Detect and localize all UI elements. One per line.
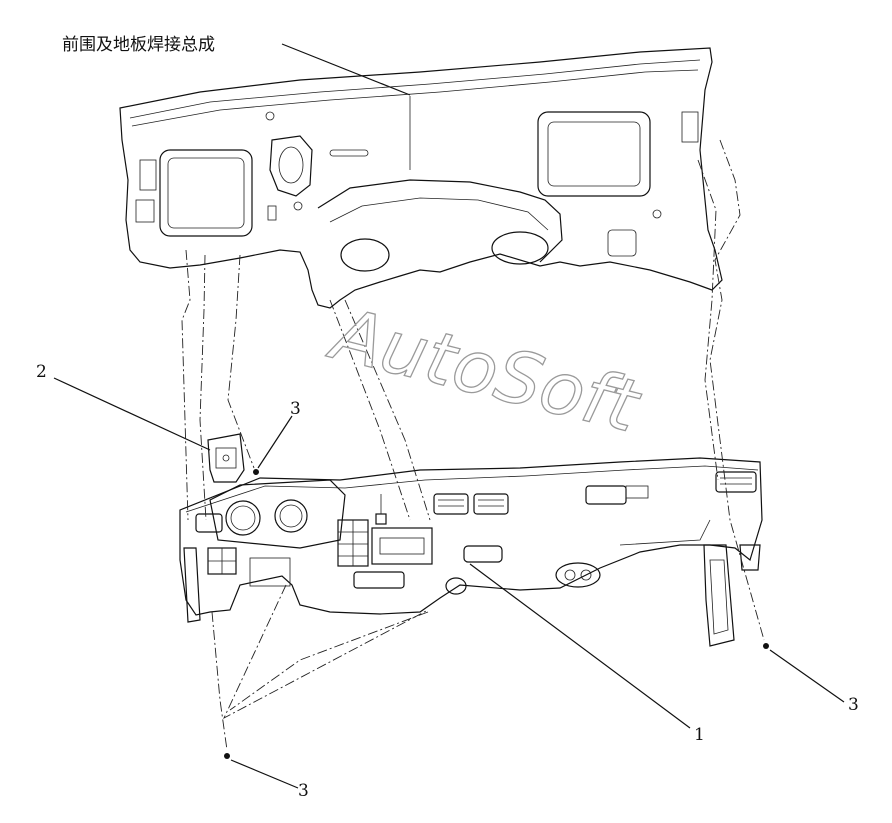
assembly-alignment-lines <box>181 139 765 751</box>
title-leader-line <box>281 43 411 96</box>
callout-3-lower-label: 3 <box>298 781 309 801</box>
callout-2: 2 <box>36 362 211 451</box>
callout-3-lower: 3 <box>230 759 309 801</box>
callout-1: 1 <box>469 563 705 745</box>
callout-3-upper: 3 <box>257 399 301 469</box>
callout-3-right: 3 <box>769 649 859 715</box>
fastener-right <box>763 643 769 649</box>
callout-2-label: 2 <box>36 362 47 382</box>
mounting-bracket-part <box>207 433 245 483</box>
assembly-title-label: 前围及地板焊接总成 <box>62 35 215 55</box>
instrument-panel-assembly <box>179 457 763 647</box>
callout-1-label: 1 <box>694 725 705 745</box>
fastener-upper <box>253 469 259 475</box>
callout-3-upper-label: 3 <box>290 399 301 419</box>
callout-3-right-label: 3 <box>848 695 859 715</box>
watermark: AutoSoft <box>321 291 649 449</box>
firewall-floor-assembly <box>119 47 723 309</box>
fastener-lower <box>224 753 230 759</box>
